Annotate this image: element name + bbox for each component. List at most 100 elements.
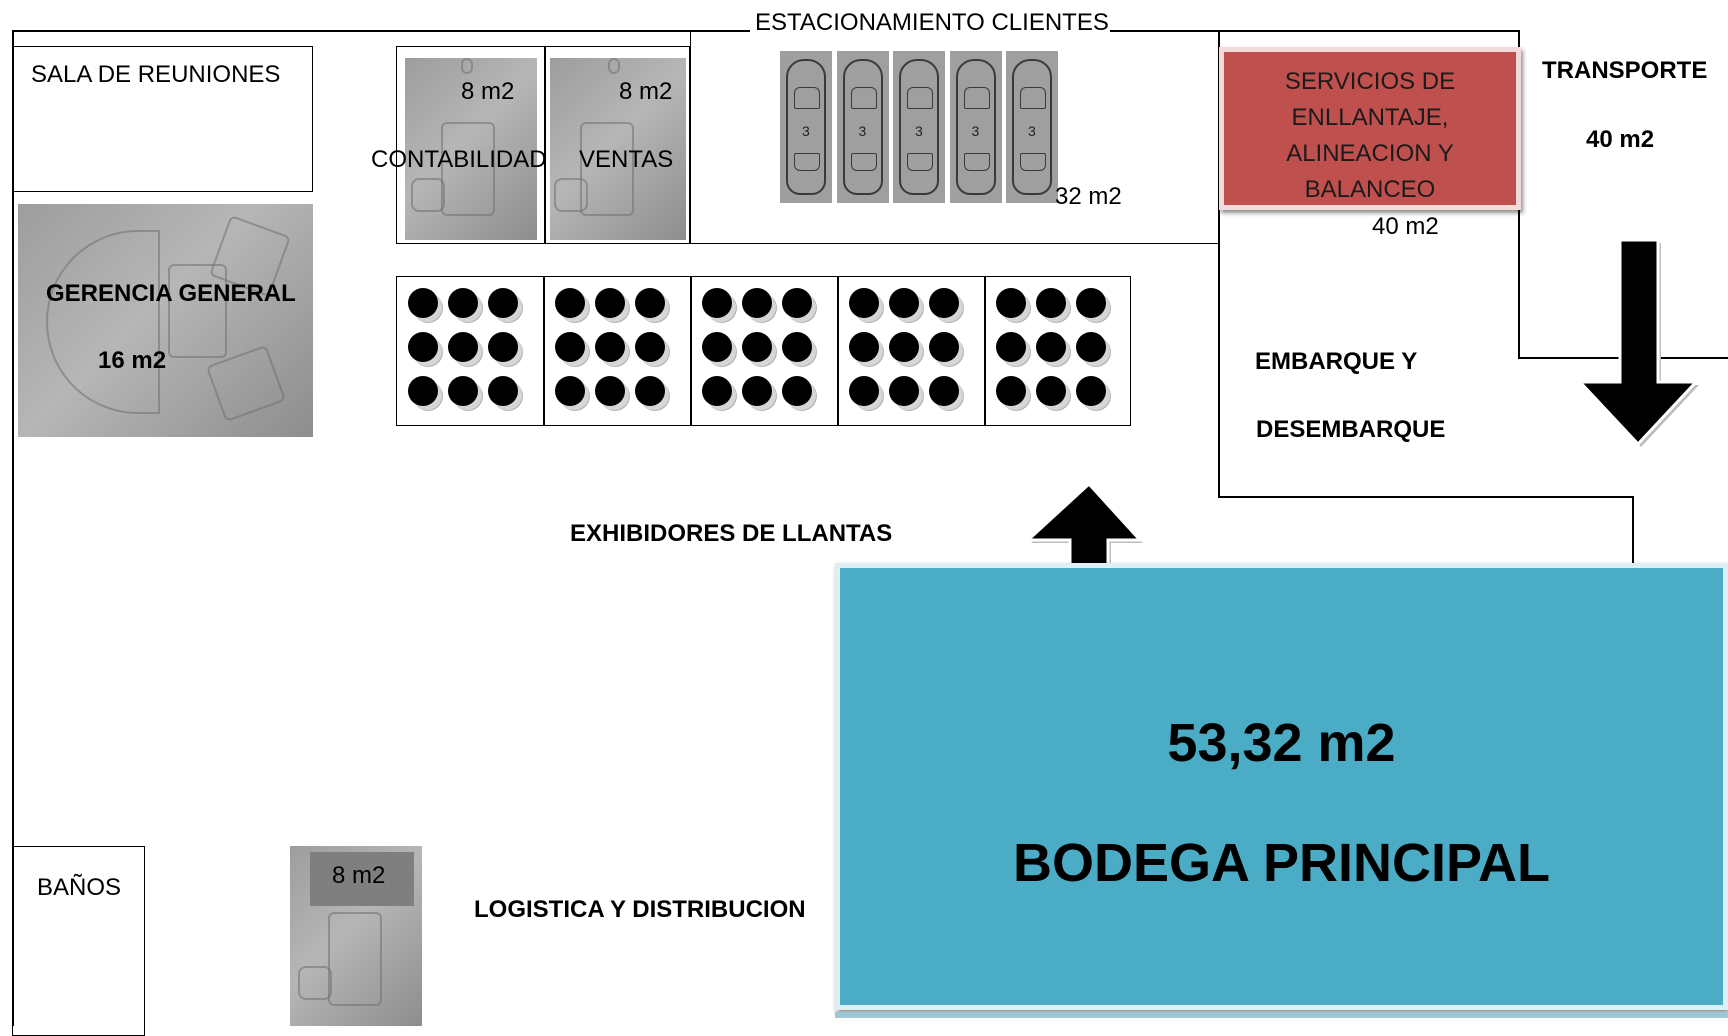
tire-icon bbox=[702, 332, 732, 362]
tire-section-divider bbox=[984, 276, 986, 426]
tire-icon bbox=[1076, 376, 1106, 406]
sala-reuniones-label: SALA DE REUNIONES bbox=[31, 61, 281, 88]
tire-icon bbox=[929, 332, 959, 362]
tire-icon bbox=[889, 288, 919, 318]
tire-icon bbox=[742, 332, 772, 362]
parked-car-icon: 3 bbox=[949, 51, 1002, 203]
servicios-line-2: ENLLANTAJE, bbox=[1291, 104, 1449, 131]
tire-icon bbox=[849, 332, 879, 362]
down-arrow-icon bbox=[1576, 238, 1700, 447]
tire-icon bbox=[488, 376, 518, 406]
tire-section-divider bbox=[837, 276, 839, 426]
tire-icon bbox=[782, 288, 812, 318]
transporte-label: TRANSPORTE bbox=[1542, 57, 1708, 84]
tire-icon bbox=[595, 332, 625, 362]
logistica-area: 8 m2 bbox=[332, 862, 386, 889]
tire-icon bbox=[996, 288, 1026, 318]
sala-reuniones-room bbox=[12, 46, 313, 192]
tire-icon bbox=[1076, 288, 1106, 318]
tire-icon bbox=[408, 288, 438, 318]
estacionamiento-area-label: 32 m2 bbox=[1055, 183, 1122, 210]
tire-icon bbox=[782, 376, 812, 406]
estacionamiento-label-mask bbox=[750, 14, 1110, 34]
tire-icon bbox=[1036, 288, 1066, 318]
tire-icon bbox=[448, 288, 478, 318]
ventas-area: 8 m2 bbox=[619, 78, 673, 105]
ventas-label: VENTAS bbox=[579, 146, 674, 173]
tire-icon bbox=[929, 376, 959, 406]
embarque-wall-bottom bbox=[1218, 496, 1633, 498]
tire-icon bbox=[555, 376, 585, 406]
servicios-line-4: BALANCEO bbox=[1304, 176, 1436, 203]
bodega-area: 53,32 m2 bbox=[1167, 713, 1396, 773]
tire-icon bbox=[996, 376, 1026, 406]
tire-icon bbox=[595, 288, 625, 318]
tire-icon bbox=[702, 376, 732, 406]
tire-icon bbox=[448, 332, 478, 362]
exhibidores-label: EXHIBIDORES DE LLANTAS bbox=[570, 520, 893, 547]
gerencia-general-label: GERENCIA GENERAL bbox=[46, 280, 296, 307]
tire-icon bbox=[408, 376, 438, 406]
tire-icon bbox=[782, 332, 812, 362]
tire-icon bbox=[488, 332, 518, 362]
car-number: 3 bbox=[971, 123, 980, 139]
servicios-area: 40 m2 bbox=[1372, 213, 1439, 240]
ventas-photo bbox=[550, 58, 686, 240]
office-block bbox=[396, 46, 690, 244]
tire-icon bbox=[635, 332, 665, 362]
tire-icon bbox=[635, 376, 665, 406]
tire-icon bbox=[849, 376, 879, 406]
tire-icon bbox=[555, 332, 585, 362]
tire-icon bbox=[1076, 332, 1106, 362]
gerencia-general-photo bbox=[18, 204, 313, 437]
embarque-wall-right bbox=[1632, 496, 1634, 568]
office-divider bbox=[544, 46, 546, 244]
parked-car-icon: 3 bbox=[893, 51, 945, 203]
servicios-box: SERVICIOS DE ENLLANTAJE, ALINEACION Y BA… bbox=[1219, 47, 1521, 210]
bodega-principal-box bbox=[835, 563, 1728, 1010]
tire-icon bbox=[1036, 332, 1066, 362]
logistica-area-tag bbox=[310, 852, 414, 906]
tire-icon bbox=[929, 288, 959, 318]
banos-label: BAÑOS bbox=[37, 874, 122, 901]
tire-icon bbox=[702, 288, 732, 318]
tire-icon bbox=[889, 332, 919, 362]
parked-car-icon: 3 bbox=[1006, 51, 1058, 203]
embarque-label-2: DESEMBARQUE bbox=[1256, 416, 1446, 443]
tire-display bbox=[396, 276, 1131, 426]
contabilidad-area: 8 m2 bbox=[461, 78, 515, 105]
car-number: 3 bbox=[915, 123, 923, 139]
embarque-label-1: EMBARQUE Y bbox=[1255, 348, 1418, 375]
car-number: 3 bbox=[1028, 123, 1036, 139]
tire-section-divider bbox=[543, 276, 545, 426]
gerencia-general-area: 16 m2 bbox=[98, 347, 167, 374]
embarque-wall-left bbox=[1218, 30, 1220, 497]
tire-icon bbox=[742, 376, 772, 406]
parked-car-icon: 3 bbox=[836, 51, 889, 203]
bodega-label: BODEGA PRINCIPAL bbox=[1012, 833, 1551, 893]
transporte-area: 40 m2 bbox=[1586, 126, 1655, 153]
parked-car-icon: 3 bbox=[780, 51, 832, 203]
tire-icon bbox=[742, 288, 772, 318]
tire-icon bbox=[889, 376, 919, 406]
tire-section-divider bbox=[690, 276, 692, 426]
bodega-shadow bbox=[835, 1012, 1728, 1018]
estacionamiento-label: ESTACIONAMIENTO CLIENTES bbox=[755, 9, 1109, 36]
tire-icon bbox=[448, 376, 478, 406]
tire-icon bbox=[849, 288, 879, 318]
tire-icon bbox=[595, 376, 625, 406]
car-number: 3 bbox=[802, 123, 810, 139]
contabilidad-photo bbox=[405, 58, 537, 240]
tire-icon bbox=[488, 288, 518, 318]
outer-wall-left bbox=[12, 30, 14, 1026]
car-number: 3 bbox=[858, 123, 867, 139]
tire-icon bbox=[635, 288, 665, 318]
tire-icon bbox=[408, 332, 438, 362]
servicios-line-1: SERVICIOS DE bbox=[1284, 68, 1456, 95]
tire-icon bbox=[555, 288, 585, 318]
contabilidad-label: CONTABILIDAD bbox=[371, 146, 547, 173]
tire-icon bbox=[1036, 376, 1066, 406]
servicios-line-3: ALINEACION Y bbox=[1286, 140, 1454, 167]
logistica-label: LOGISTICA Y DISTRIBUCION bbox=[474, 896, 806, 923]
tire-icon bbox=[996, 332, 1026, 362]
